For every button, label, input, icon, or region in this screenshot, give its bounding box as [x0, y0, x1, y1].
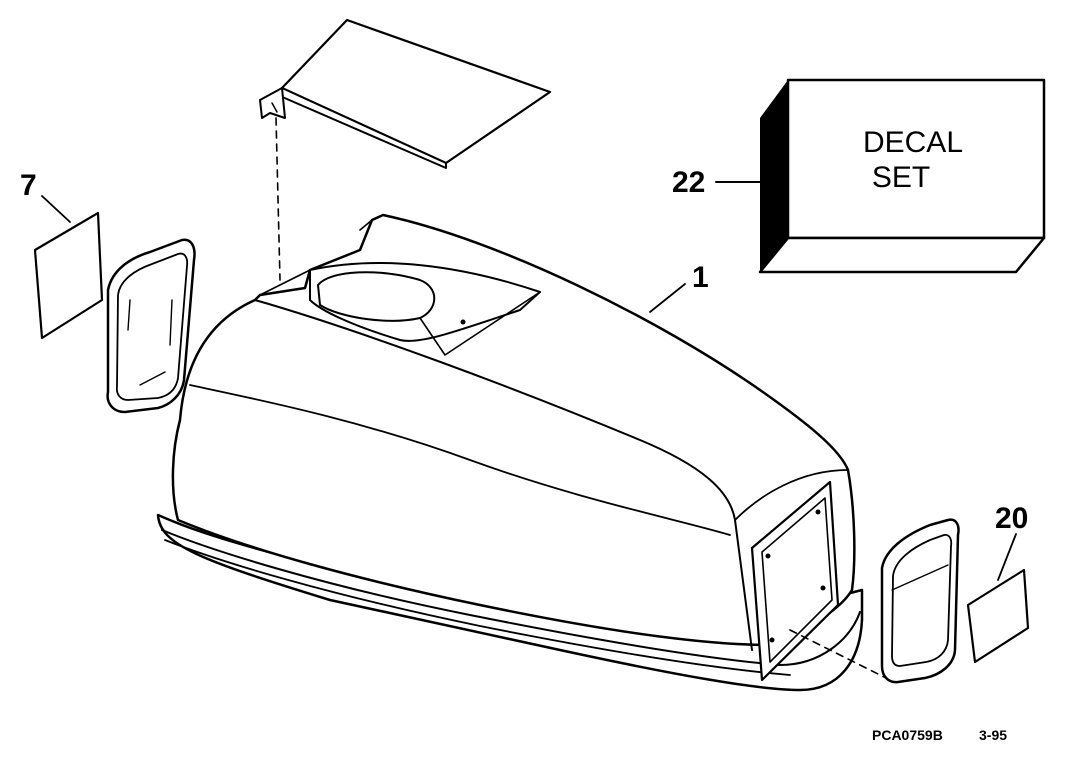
decal-7 [33, 211, 104, 340]
callout-1: 1 [692, 261, 709, 294]
decal-set-box: DECAL SET [758, 78, 1046, 274]
assembly-dashed-line-top [275, 117, 281, 281]
leader-line-20 [997, 533, 1017, 581]
assembly-dashed-line-rear [789, 629, 891, 681]
left-side-plate-frame [106, 238, 196, 414]
callout-22: 22 [672, 166, 705, 199]
callout-20: 20 [995, 502, 1028, 535]
part-code-label: PCA0759B [872, 727, 943, 743]
decal-box-line1: DECAL [863, 126, 963, 159]
rear-plate [880, 518, 960, 684]
leader-line-1 [649, 283, 686, 313]
revision-date-label: 3-95 [979, 727, 1007, 743]
engine-hood [156, 213, 864, 692]
callout-7: 7 [20, 169, 37, 202]
decal-20 [966, 568, 1030, 664]
leader-line-7 [41, 195, 71, 223]
top-cover-panel [259, 18, 552, 169]
decal-box-line2: SET [872, 161, 930, 194]
